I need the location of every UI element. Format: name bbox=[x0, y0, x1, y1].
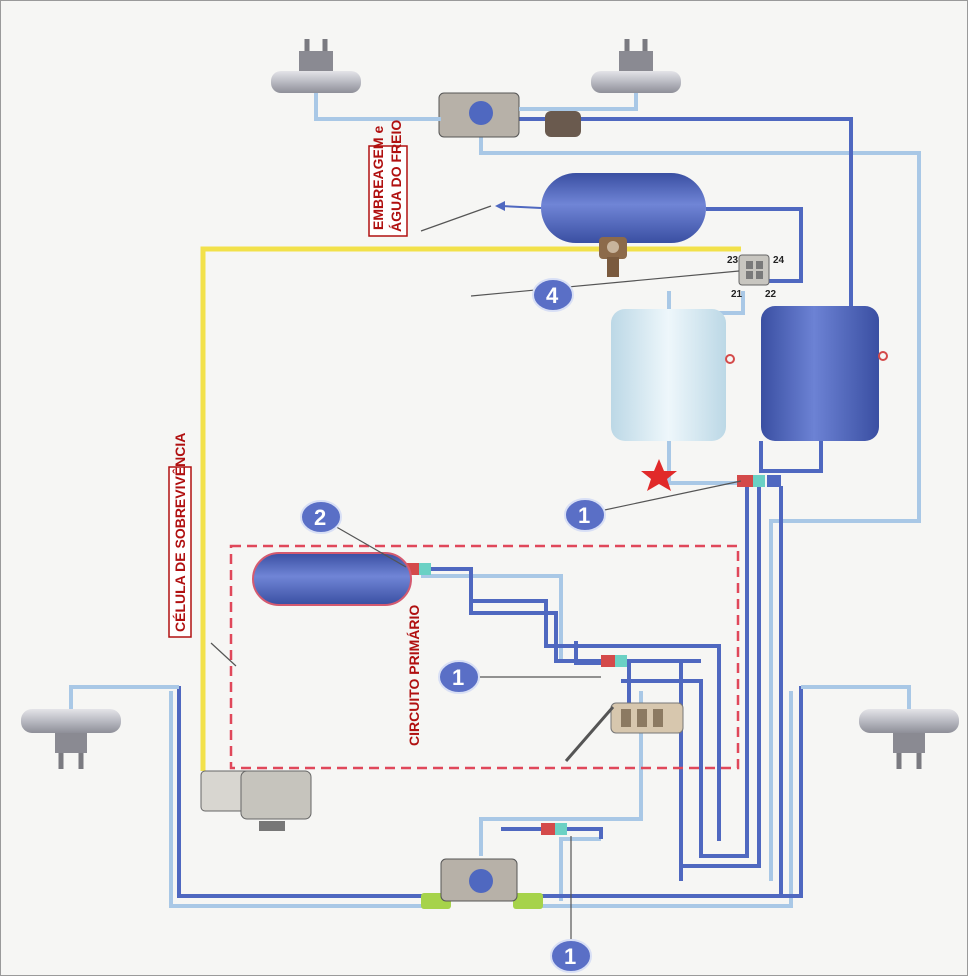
light-pipes bbox=[169, 131, 921, 908]
marker-1-primary: 1 bbox=[438, 660, 480, 694]
embreagem-line1: EMBREAGEM e bbox=[370, 126, 386, 230]
yellow-pipe bbox=[200, 246, 741, 771]
brake-fluid-tank bbox=[541, 173, 706, 243]
primary-tank bbox=[252, 552, 412, 606]
embreagem-line2: ÁGUA DO FREIO bbox=[388, 120, 404, 232]
label-circuito: CIRCUITO PRIMÁRIO bbox=[406, 605, 422, 746]
marker-2: 2 bbox=[300, 500, 342, 534]
rear-relay-valve bbox=[438, 92, 581, 138]
dark-pipes bbox=[177, 117, 853, 898]
svg-text:1: 1 bbox=[578, 503, 590, 528]
red-star-icon bbox=[641, 459, 677, 491]
foot-brake-valve bbox=[564, 702, 684, 762]
marker-1-bottom: 1 bbox=[550, 939, 592, 973]
brake-chamber-top-right bbox=[519, 39, 681, 111]
leader-lines bbox=[210, 205, 742, 956]
compressor bbox=[200, 770, 312, 831]
survival-cell-box bbox=[229, 544, 740, 770]
label-embreagem: EMBREAGEM e ÁGUA DO FREIO bbox=[368, 120, 408, 237]
port-23-label: 23 bbox=[727, 255, 739, 266]
marker-4: 4 bbox=[532, 278, 574, 312]
pressure-regulator bbox=[599, 237, 627, 277]
svg-text:1: 1 bbox=[452, 665, 464, 690]
port-21-label: 21 bbox=[731, 289, 743, 300]
port-24-label: 24 bbox=[773, 255, 785, 266]
light-air-tank bbox=[611, 309, 735, 441]
label-celula: CÉLULA DE SOBREVIVÊNCIA bbox=[168, 433, 192, 638]
circuito-text: CIRCUITO PRIMÁRIO bbox=[406, 605, 422, 746]
dark-air-tank bbox=[761, 306, 888, 441]
svg-text:2: 2 bbox=[314, 505, 326, 530]
marker-1-tank: 1 bbox=[564, 498, 606, 532]
brake-chamber-bottom-left bbox=[21, 685, 179, 769]
svg-text:1: 1 bbox=[564, 944, 576, 969]
celula-text: CÉLULA DE SOBREVIVÊNCIA bbox=[171, 433, 188, 632]
four-circuit-valve: 23 24 21 22 bbox=[727, 254, 785, 300]
brake-chamber-top-left bbox=[271, 39, 441, 121]
port-22-label: 22 bbox=[765, 289, 777, 300]
arrow-head-icon bbox=[495, 201, 505, 211]
front-relay-valve bbox=[440, 858, 518, 902]
arrow-icon bbox=[500, 205, 542, 209]
brake-chamber-bottom-right bbox=[801, 685, 959, 769]
svg-text:4: 4 bbox=[546, 283, 559, 308]
